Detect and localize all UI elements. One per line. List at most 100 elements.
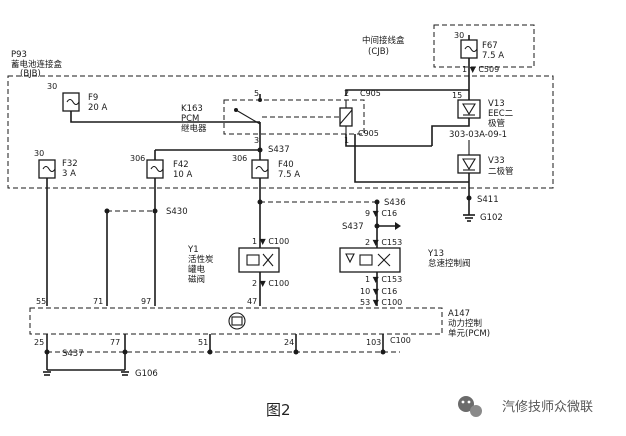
pcm-id: A147: [448, 309, 470, 319]
v33-line1: 二极管: [488, 166, 514, 177]
watermark-text: 汽修技师众微联: [502, 400, 593, 415]
f42-rating: 10 A: [173, 170, 193, 180]
f9-rating: 20 A: [88, 103, 108, 113]
bjb-name: 蓄电池连接盒: [11, 59, 63, 70]
y1-line1: 活性炭: [188, 254, 214, 265]
pcm-chip-icon: [228, 312, 246, 330]
f40-rating: 7.5 A: [278, 170, 300, 180]
pcm-chip-core-icon: [231, 316, 243, 326]
f32-rating: 3 A: [62, 169, 76, 179]
c153-bot-label: 1 ▼ C153: [365, 275, 402, 284]
pcm-line1: 动力控制: [448, 318, 482, 329]
pcm-line2: 单元(PCM): [448, 328, 490, 339]
f40-id: F40: [278, 160, 294, 170]
y1-id: Y1: [187, 245, 199, 255]
f40-pin: 306: [232, 154, 247, 163]
f67-pin: 30: [454, 31, 464, 40]
pcm-pin-97: 97: [141, 297, 151, 306]
s437-bot-label: S437: [62, 349, 84, 359]
v13-id: V13: [488, 99, 505, 109]
c100-y1-top-label: 1 ▼ C100: [252, 237, 289, 246]
relay-id: K163: [181, 104, 203, 114]
f32-element-icon: [42, 165, 56, 173]
y13-id: Y13: [427, 249, 444, 259]
relay-pin5: 5: [254, 89, 259, 98]
y13-coil-icon: [359, 254, 373, 266]
c100-pcm-label: C100: [390, 336, 411, 345]
f9-pin: 30: [47, 82, 57, 91]
fuse-f32: [38, 159, 56, 179]
fuse-f9: [62, 92, 80, 112]
v13-diode-icon: [462, 103, 476, 116]
f40-element-icon: [255, 165, 269, 173]
relay-k163: [223, 99, 365, 135]
c16-top-label: 9 ▼ C16: [365, 209, 397, 218]
c16-bot-label: 10 ▼ C16: [360, 287, 397, 296]
f9-element-icon: [66, 98, 80, 106]
s436-label: S436: [384, 198, 406, 208]
valve-y13: [339, 247, 401, 273]
relay-conn-bottom: C905: [358, 129, 379, 138]
s411-label: S411: [477, 195, 499, 205]
s437-top-label: S437: [268, 145, 290, 155]
y13-line1: 怠速控制阀: [428, 258, 471, 269]
pcm-pin-24: 24: [284, 338, 294, 347]
f67-id: F67: [482, 41, 498, 51]
f32-pin: 30: [34, 149, 44, 158]
fuse-f42: [146, 159, 164, 179]
pcm-pin-103: 103: [366, 338, 381, 347]
g106-label: G106: [135, 369, 158, 379]
v13-line1: EEC二: [488, 109, 514, 119]
fuse-f67: [460, 39, 478, 59]
f42-id: F42: [173, 160, 189, 170]
y1-coil-icon: [246, 254, 260, 266]
f67-element-icon: [464, 45, 478, 53]
g102-label: G102: [480, 213, 503, 223]
c153-top-label: 2 ▼ C153: [365, 238, 402, 247]
y13-valve-icon: [377, 253, 391, 267]
cjb-box: [433, 24, 535, 68]
y1-valve-icon: [262, 253, 274, 267]
relay-switch-icon: [235, 109, 261, 125]
pcm-pin-71: 71: [93, 297, 103, 306]
v33-diode-icon: [462, 158, 476, 171]
f32-id: F32: [62, 159, 78, 169]
bjb-id: P93: [11, 50, 27, 60]
f9-id: F9: [88, 93, 98, 103]
pcm-a147: [29, 307, 443, 335]
y13-diode-icon: [345, 253, 355, 264]
pcm-pin-55: 55: [36, 297, 46, 306]
pcm-pin-51: 51: [198, 338, 208, 347]
relay-pin3: 3: [254, 136, 259, 145]
bjb-box: [7, 75, 554, 189]
v13-pin: 15: [452, 91, 462, 100]
f42-element-icon: [150, 165, 164, 173]
wechat-logo: [458, 396, 482, 417]
figure-caption: 图2: [266, 401, 291, 419]
solenoid-y1: [238, 247, 280, 273]
fuse-f40: [251, 159, 269, 179]
pcm-pin-25: 25: [34, 338, 44, 347]
cjb-name: 中间接线盒: [362, 35, 405, 46]
f42-pin: 306: [130, 154, 145, 163]
pcm-pin-47: 47: [247, 297, 257, 306]
f67-rating: 7.5 A: [482, 51, 504, 61]
v33-id: V33: [488, 156, 505, 166]
cjb-code: (CJB): [368, 47, 389, 57]
c100-y1-bot-label: 2 ▼ C100: [252, 279, 289, 288]
s430-label: S430: [166, 207, 188, 217]
relay-conn-top: C905: [360, 89, 381, 98]
arrow-right-icon: [395, 222, 401, 230]
c100-y13-label: 53 ▼ C100: [360, 298, 402, 307]
s437-mid-label: S437: [342, 222, 364, 232]
y1-line3: 磁阀: [188, 274, 205, 285]
y1-line2: 罐电: [188, 264, 206, 275]
relay-line1: PCM: [181, 114, 199, 124]
c509-label: 1 ▼ C509: [462, 65, 499, 74]
v33-ref: 303-03A-09-1: [449, 130, 507, 140]
bjb-code: (BJB): [20, 69, 41, 79]
v13-line2: 极管: [488, 118, 505, 129]
pcm-pin-77: 77: [110, 338, 120, 347]
relay-line2: 继电器: [181, 123, 207, 134]
